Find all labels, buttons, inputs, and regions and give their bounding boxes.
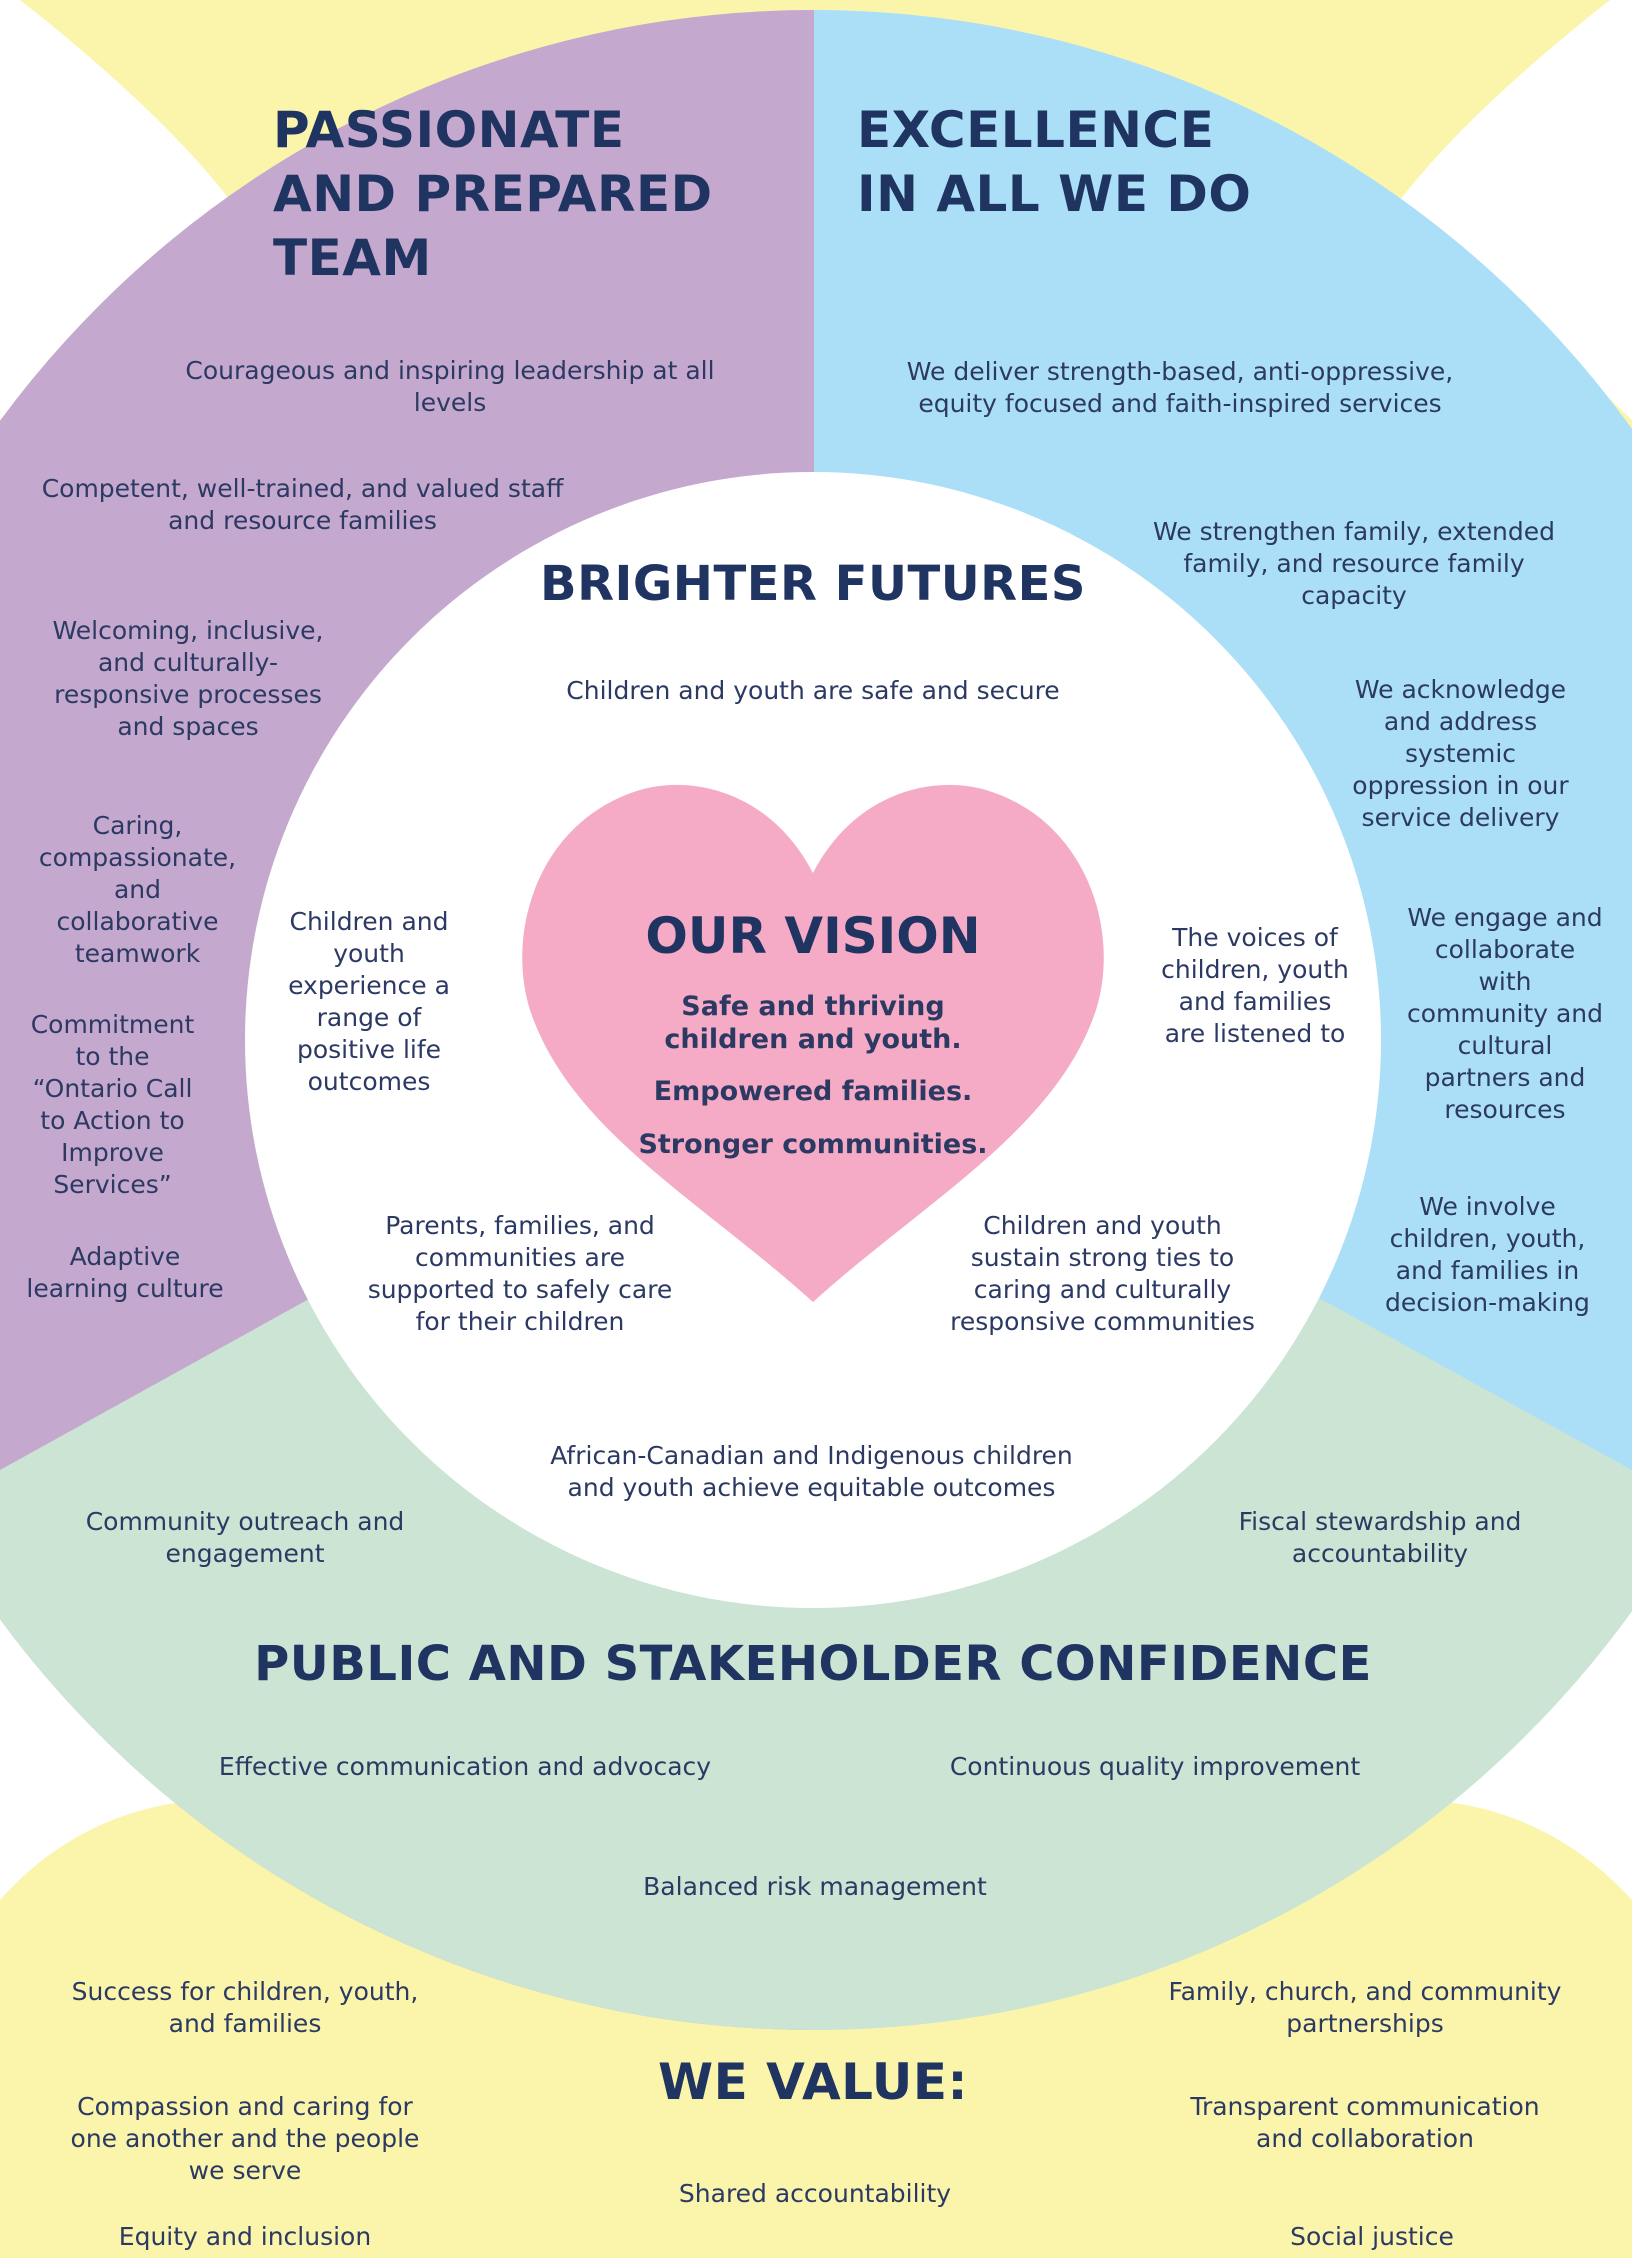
value-item-6: Equity and inclusion bbox=[118, 2222, 372, 2251]
confidence-item-4: Continuous quality improvement bbox=[949, 1752, 1361, 1781]
futures-item-6: African-Canadian and Indigenous children… bbox=[550, 1441, 1073, 1502]
value-item-5: Shared accountability bbox=[678, 2179, 952, 2208]
team-item-1: Courageous and inspiring leadership at a… bbox=[185, 356, 715, 417]
confidence-item-2: Fiscal stewardship and accountability bbox=[1238, 1507, 1522, 1568]
vision-line-3: Stronger communities. bbox=[638, 1129, 988, 1160]
team-title-line-2: AND PREPARED bbox=[273, 165, 713, 223]
vision-heart bbox=[522, 784, 1104, 1302]
team-item-3: Welcoming, inclusive, and culturally-res… bbox=[52, 616, 324, 741]
futures-item-3: The voices of children, youth and famili… bbox=[1161, 923, 1349, 1048]
confidence-item-3: Effective communication and advocacy bbox=[218, 1752, 712, 1781]
team-item-6: Adaptive learning culture bbox=[26, 1242, 224, 1303]
vision-title: OUR VISION bbox=[645, 907, 981, 965]
excellence-item-4: We engage and collaborate with community… bbox=[1407, 903, 1603, 1124]
excellence-title: EXCELLENCE IN ALL WE DO bbox=[857, 98, 1357, 226]
futures-item-2: Children and youth experience a range of… bbox=[288, 907, 450, 1096]
value-item-3: Compassion and caring for one another an… bbox=[70, 2092, 420, 2185]
vision-line-1: Safe and thriving children and youth. bbox=[664, 991, 962, 1055]
excellence-item-1: We deliver strength-based, anti-oppressi… bbox=[906, 357, 1454, 418]
value-item-4: Transparent communication and collaborat… bbox=[1190, 2092, 1540, 2153]
confidence-item-5: Balanced risk management bbox=[643, 1872, 987, 1901]
futures-item-5: Children and youth sustain strong ties t… bbox=[950, 1211, 1255, 1336]
team-title: PASSIONATE AND PREPARED TEAM bbox=[273, 98, 773, 290]
value-item-7: Social justice bbox=[1290, 2222, 1454, 2251]
excellence-title-line-1: EXCELLENCE bbox=[857, 101, 1215, 159]
excellence-item-3: We acknowledge and address systemic oppr… bbox=[1352, 675, 1569, 832]
values-title: WE VALUE: bbox=[657, 2053, 969, 2111]
team-item-4: Caring, compassionate, and collaborative… bbox=[38, 811, 237, 968]
white-wedge-left bbox=[0, 0, 230, 420]
excellence-title-line-2: IN ALL WE DO bbox=[857, 165, 1252, 223]
confidence-title: PUBLIC AND STAKEHOLDER CONFIDENCE bbox=[254, 1636, 1372, 1692]
futures-item-4: Parents, families, and communities are s… bbox=[367, 1211, 673, 1336]
excellence-item-2: We strengthen family, extended family, a… bbox=[1153, 517, 1555, 610]
vision-line-2: Empowered families. bbox=[653, 1076, 973, 1107]
team-item-5: Commitment to the “Ontario Call to Actio… bbox=[30, 1010, 195, 1199]
value-item-2: Family, church, and community partnershi… bbox=[1168, 1977, 1562, 2038]
brighter-futures-title: BRIGHTER FUTURES bbox=[540, 556, 1086, 612]
futures-item-1: Children and youth are safe and secure bbox=[566, 676, 1060, 705]
team-title-line-1: PASSIONATE bbox=[273, 101, 625, 159]
white-wedge-right bbox=[1400, 0, 1632, 420]
team-item-2: Competent, well-trained, and valued staf… bbox=[41, 474, 564, 535]
confidence-item-1: Community outreach and engagement bbox=[85, 1507, 405, 1568]
team-title-line-3: TEAM bbox=[273, 229, 432, 287]
excellence-item-5: We involve children, youth, and families… bbox=[1385, 1192, 1590, 1317]
value-item-1: Success for children, youth, and familie… bbox=[71, 1977, 419, 2038]
